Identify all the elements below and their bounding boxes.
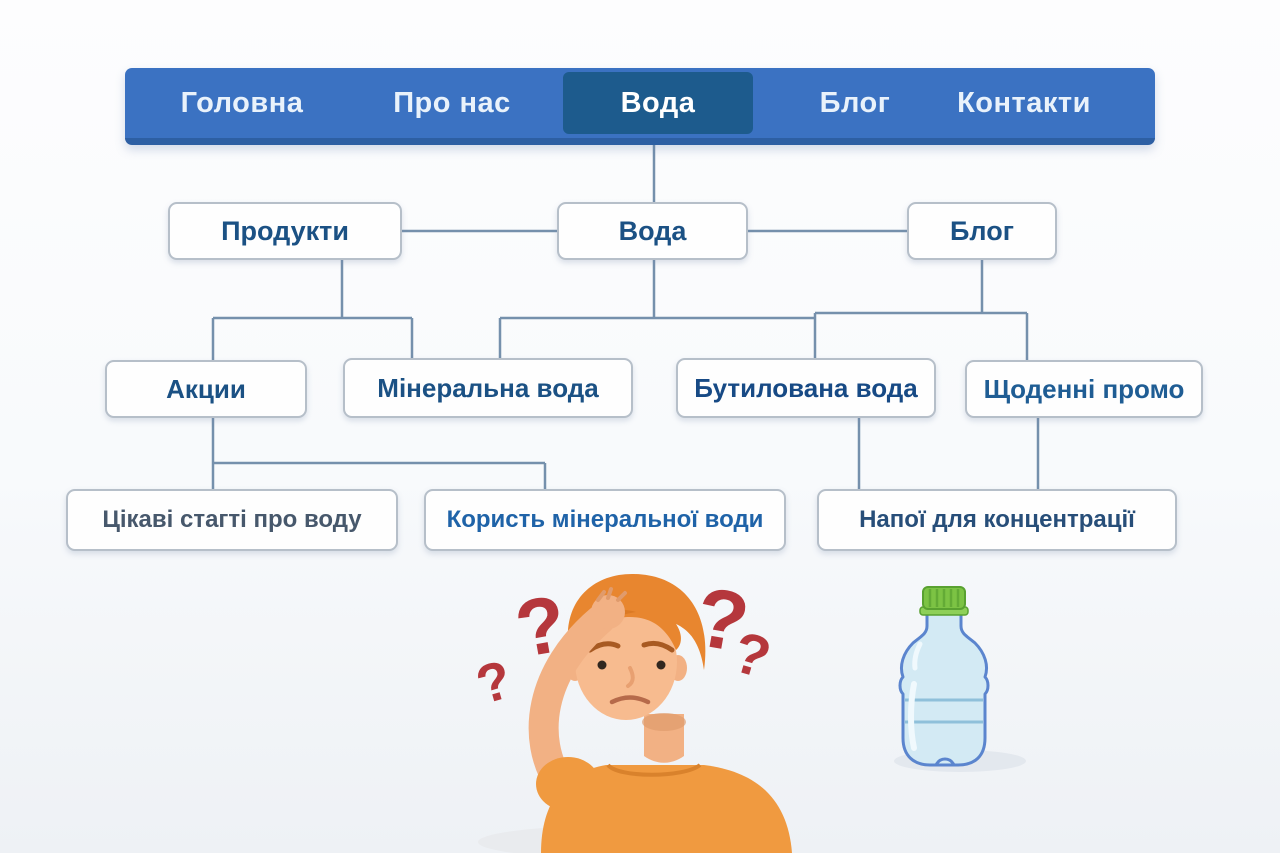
node-mineral-water[interactable]: Мінеральна вода — [343, 358, 633, 418]
node-promotions[interactable]: Акции — [105, 360, 307, 418]
confused-man-illustration: ? ? ? ? — [470, 569, 792, 853]
node-bottled-water[interactable]: Бутилована вода — [676, 358, 936, 418]
node-products[interactable]: Продукти — [168, 202, 402, 260]
node-mineral-benefits[interactable]: Користь мінеральної води — [424, 489, 786, 551]
node-water[interactable]: Вода — [557, 202, 748, 260]
water-bottle-illustration — [894, 586, 1026, 772]
nav-item-water-active[interactable]: Вода — [563, 72, 753, 134]
main-navbar: Головна Про нас Вода Блог Контакти — [125, 68, 1155, 145]
node-daily-promo[interactable]: Щоденні промо — [965, 360, 1203, 418]
nav-item-blog[interactable]: Блог — [819, 86, 891, 119]
node-blog[interactable]: Блог — [907, 202, 1057, 260]
nav-item-contacts[interactable]: Контакти — [957, 86, 1091, 119]
nav-item-about[interactable]: Про нас — [393, 86, 511, 119]
node-water-articles[interactable]: Цікаві стагті про воду — [66, 489, 398, 551]
nav-item-home[interactable]: Головна — [180, 86, 304, 119]
node-concentration-drinks[interactable]: Напої для концентрації — [817, 489, 1177, 551]
svg-text:?: ? — [470, 649, 518, 716]
